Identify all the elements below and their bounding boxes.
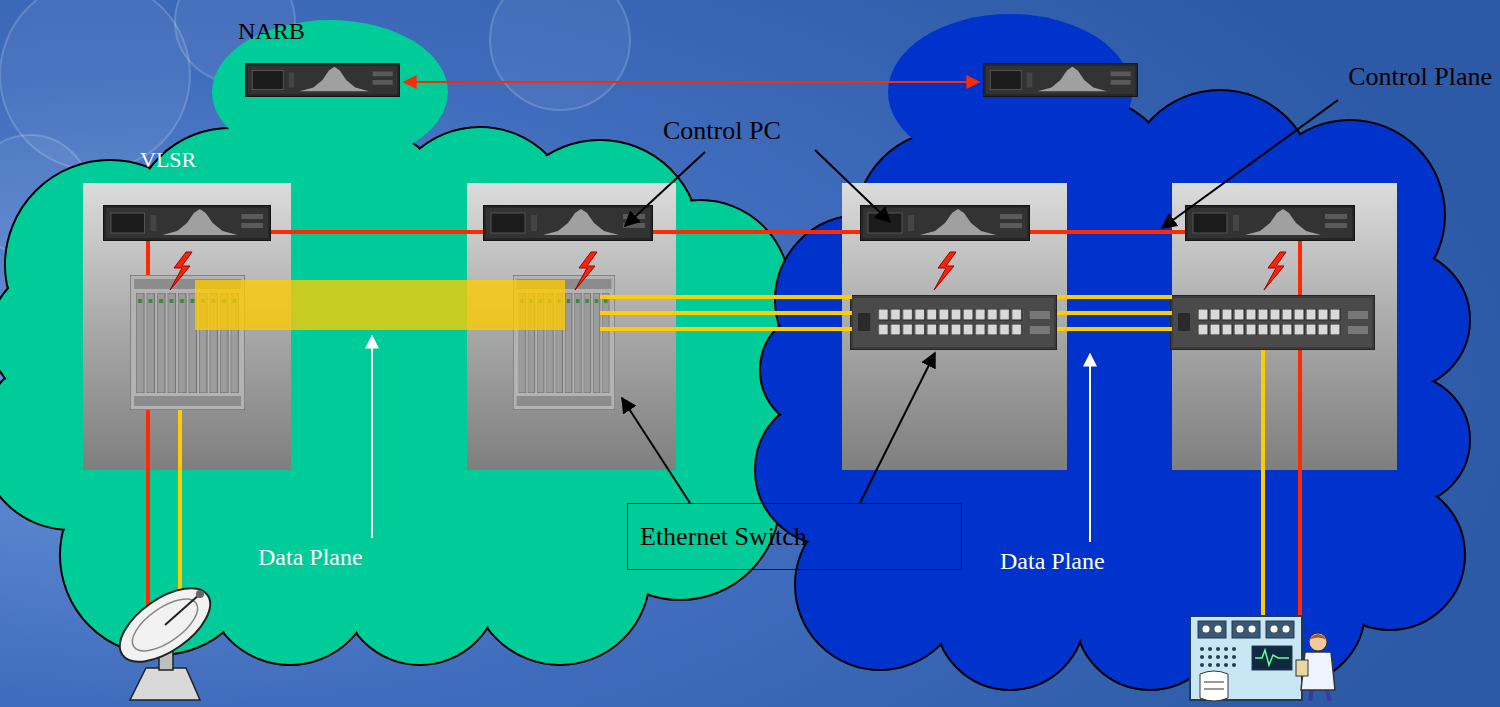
data-plane-link xyxy=(1057,295,1172,299)
plane-label: Data Plane xyxy=(1000,548,1105,576)
console-screen xyxy=(1266,621,1294,638)
console-display xyxy=(1252,646,1292,670)
lab-console-icon xyxy=(1190,616,1302,701)
console-dial xyxy=(1249,626,1256,633)
console-screen xyxy=(1232,621,1260,638)
dish-reflector xyxy=(107,574,222,676)
data-plane-link xyxy=(600,297,1172,329)
narb-label: NARB xyxy=(238,18,305,46)
console-printout xyxy=(1204,682,1224,683)
narb-server xyxy=(245,63,400,97)
control-link-bolt xyxy=(170,252,192,290)
plane-label: Data Plane xyxy=(258,544,363,572)
green-domain-fill xyxy=(0,129,799,664)
vlsr-box: VLSR xyxy=(83,183,291,470)
vlsr-enclosure xyxy=(842,183,1067,470)
callout-label: Control PC xyxy=(663,116,781,146)
leader-arrow xyxy=(1089,354,1091,542)
leader-arrow xyxy=(622,100,1338,503)
blue-domain-cloud xyxy=(755,90,1470,690)
data-plane-link xyxy=(1057,311,1172,315)
dish-feed-horn xyxy=(196,590,204,598)
callout-box: Ethernet Switch xyxy=(627,503,962,570)
leader-arrow xyxy=(371,336,373,538)
callout-text: Ethernet Switch xyxy=(640,522,807,552)
leader-arrow xyxy=(372,336,1090,542)
console-screen xyxy=(1198,621,1226,638)
data-plane-link xyxy=(600,295,852,299)
leader-arrow xyxy=(815,150,890,222)
narb-label: NARB xyxy=(238,18,305,46)
data-plane-link xyxy=(1057,327,1172,331)
console-printout xyxy=(1204,689,1224,690)
vlsr-enclosure xyxy=(83,183,1397,470)
plane-label: Data Plane xyxy=(258,544,363,572)
background-circle xyxy=(490,0,630,110)
console-dial xyxy=(1283,626,1290,633)
data-plane-wire xyxy=(180,350,1263,616)
callout-label: Control PC xyxy=(663,116,781,146)
data-plane-wire xyxy=(1261,350,1265,616)
leader-arrow xyxy=(625,152,705,226)
control-pc xyxy=(103,205,271,241)
control-pc xyxy=(860,205,1030,241)
console-dial xyxy=(1271,626,1278,633)
control-link-bolt xyxy=(575,252,597,290)
vlsr-heading: VLSR xyxy=(140,147,196,172)
scientist-head xyxy=(1309,633,1327,651)
dish-feed xyxy=(165,594,200,625)
dish-ring xyxy=(124,589,206,660)
dish-base xyxy=(130,668,200,700)
scientist-hair xyxy=(1309,634,1327,640)
console-dial xyxy=(1203,626,1210,633)
green-domain-cloud xyxy=(0,127,800,665)
data-plane-link xyxy=(600,327,852,331)
control-link-bolt xyxy=(934,252,956,290)
narb-server xyxy=(983,63,1138,97)
callout-label: Control Plane xyxy=(1348,62,1492,92)
blue-domain-fill xyxy=(757,92,1469,689)
control-plane-wire xyxy=(148,232,1300,648)
console-dial xyxy=(1237,626,1244,633)
scientist-figure xyxy=(1296,633,1335,701)
scientist-clipboard xyxy=(1296,660,1308,676)
console-buttons xyxy=(1198,645,1238,669)
narb-peering-arrow xyxy=(404,81,979,83)
plane-label: Data Plane xyxy=(1000,548,1105,576)
leader-arrow xyxy=(1162,100,1338,228)
data-plane-band xyxy=(195,280,565,330)
satellite-dish-icon xyxy=(107,574,222,700)
leader-arrow xyxy=(622,398,690,503)
console-printout xyxy=(1200,671,1228,701)
console-dial xyxy=(1215,626,1222,633)
ethernet-switch xyxy=(850,295,1057,350)
console-body xyxy=(1190,616,1302,700)
callout-label: Control Plane xyxy=(1348,62,1492,92)
control-pc xyxy=(1185,205,1355,241)
data-plane-link xyxy=(600,311,852,315)
data-plane-wire xyxy=(178,410,182,600)
control-link-bolt xyxy=(170,252,1286,290)
control-link-bolt xyxy=(1264,252,1286,290)
control-plane-wire xyxy=(270,230,1185,234)
ethernet-switch xyxy=(1170,295,1375,350)
console-trace xyxy=(1255,650,1289,665)
leader-arrow xyxy=(860,353,935,503)
